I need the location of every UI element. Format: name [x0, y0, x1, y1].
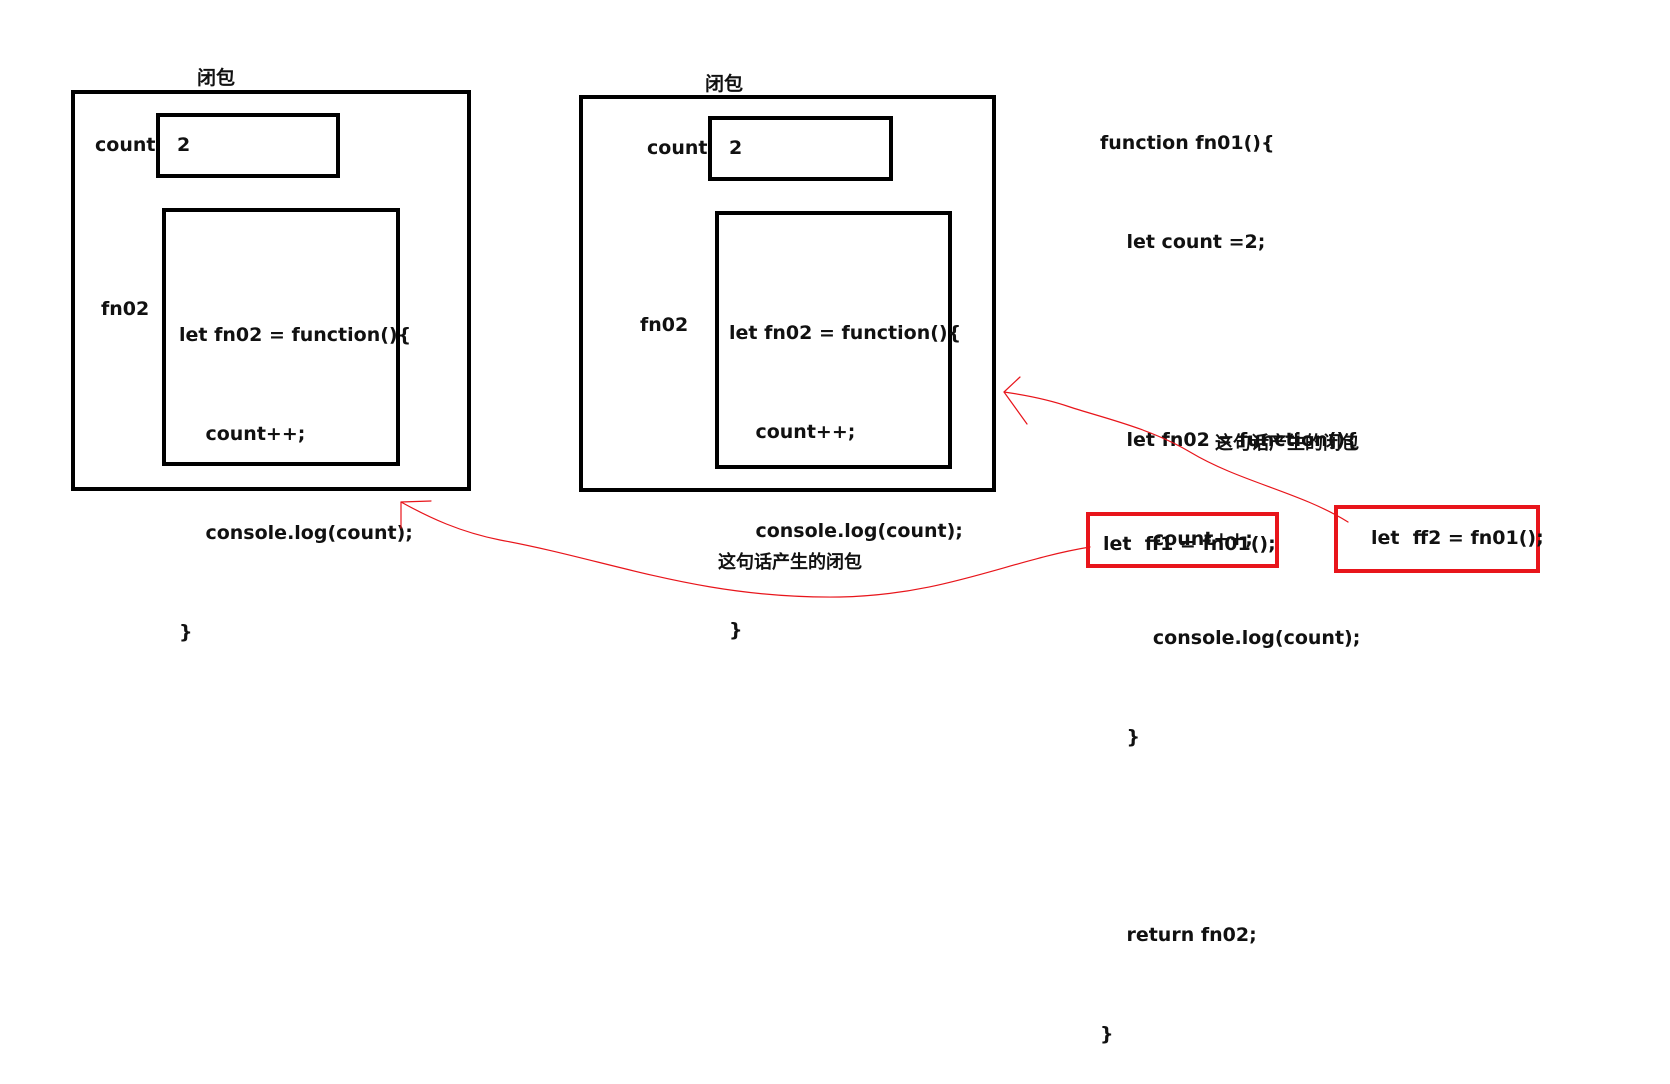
code-line: console.log(count);	[179, 522, 413, 544]
closure-left-title: 闭包	[197, 67, 236, 89]
closure-right-fn-box	[715, 211, 952, 469]
arrows-layer	[400, 376, 1349, 598]
arrow-ff1-to-left-closure	[400, 501, 1091, 598]
closure-right-count-box	[708, 116, 893, 181]
source-code: function fn01(){ let count =2; let fn02 …	[1100, 61, 1360, 1084]
code-line: count++;	[1100, 528, 1253, 550]
code-line: }	[1100, 726, 1140, 748]
closure-right-count-label: count	[647, 137, 708, 159]
code-line	[1100, 820, 1360, 853]
arrowhead-left	[400, 500, 432, 529]
code-line: console.log(count);	[1100, 627, 1361, 649]
call-ff1-text: let ff1 = fn01();	[1103, 533, 1276, 555]
annotation-ff1: 这句话产生的闭包	[718, 552, 862, 573]
code-line: count++;	[179, 423, 306, 445]
call-ff1-box	[1086, 512, 1279, 568]
code-line: }	[179, 621, 193, 643]
code-line: let fn02 = function(){	[1100, 429, 1359, 451]
closure-left-box	[71, 90, 471, 491]
code-line: return fn02;	[1100, 924, 1257, 946]
arrow-ff2-to-right-closure	[1003, 391, 1349, 523]
code-line: let count =2;	[1100, 231, 1266, 253]
code-line: function fn01(){	[1100, 132, 1275, 154]
closure-right-title: 闭包	[705, 73, 744, 95]
arrowhead-right	[1003, 376, 1028, 425]
closure-right-box	[579, 95, 996, 492]
code-line: let fn02 = function(){	[179, 324, 412, 346]
code-line: count++;	[729, 421, 856, 443]
code-line: let fn02 = function(){	[729, 322, 962, 344]
code-line: console.log(count);	[729, 520, 963, 542]
call-ff2-box	[1334, 505, 1540, 573]
closure-left-code: let fn02 = function(){ count++; console.…	[179, 253, 413, 682]
closure-left-count-label: count	[95, 134, 156, 156]
closure-left-fn-box	[162, 208, 400, 466]
call-ff2-text: let ff2 = fn01();	[1371, 527, 1544, 549]
annotation-ff2: 这句话产生的闭包	[1215, 433, 1359, 454]
closure-left-count-value: 2	[177, 134, 191, 156]
closure-right-code: let fn02 = function(){ count++; console.…	[729, 251, 963, 680]
closure-left-fn-label: fn02	[101, 298, 150, 320]
code-line: }	[1100, 1023, 1114, 1045]
code-line: }	[729, 619, 743, 641]
closure-left-count-box	[156, 113, 340, 178]
closure-right-count-value: 2	[729, 137, 743, 159]
closure-right-fn-label: fn02	[640, 314, 689, 336]
